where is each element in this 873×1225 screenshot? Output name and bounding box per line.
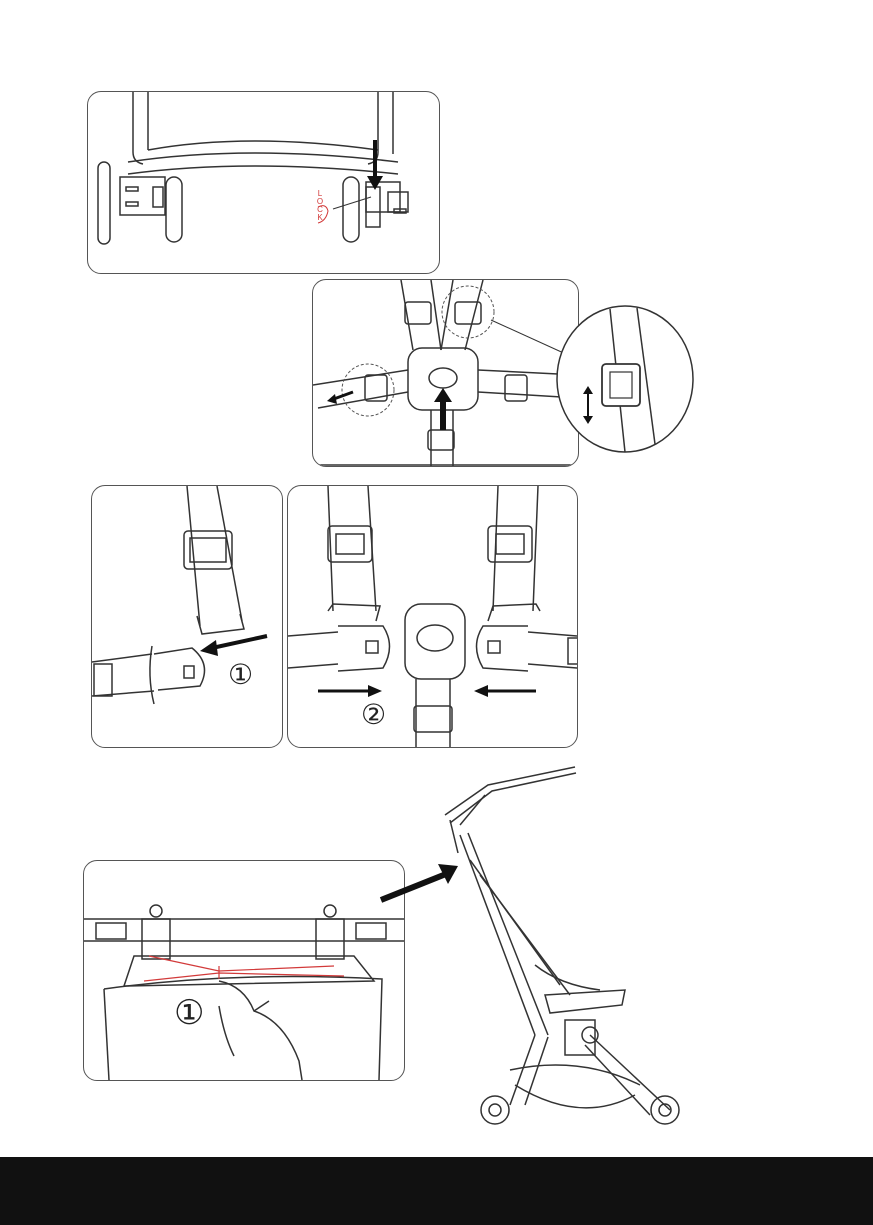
step-number-1-basket: ①: [174, 993, 204, 1033]
footer-bar: [0, 1157, 873, 1225]
strap-zoom-illustration: [555, 304, 695, 454]
basket-panel: ①: [83, 860, 405, 1081]
wheel-lock-illustration: [88, 92, 439, 273]
harness-connect-illustration: [288, 486, 577, 747]
strap-adjust-illustration: [313, 280, 578, 466]
buckle-insert-panel: ①: [91, 485, 283, 748]
wheel-lock-panel: LOCK: [87, 91, 440, 274]
arrow-up-icon: [434, 388, 452, 430]
stroller-illustration: [440, 765, 690, 1137]
arrow-left-icon: [474, 685, 536, 697]
basket-illustration: [84, 861, 404, 1080]
harness-connect-panel: ②: [287, 485, 578, 748]
arrow-right-icon: [318, 685, 382, 697]
strap-adjust-panel: [312, 279, 579, 467]
stroller-drawing: [440, 765, 690, 1137]
lock-label: LOCK: [316, 190, 324, 222]
arrow-left-icon: [200, 636, 267, 656]
step-number-1: ①: [228, 658, 253, 691]
step-number-2: ②: [361, 698, 386, 731]
strap-zoom-circle: [555, 304, 695, 454]
buckle-insert-illustration: [92, 486, 282, 747]
